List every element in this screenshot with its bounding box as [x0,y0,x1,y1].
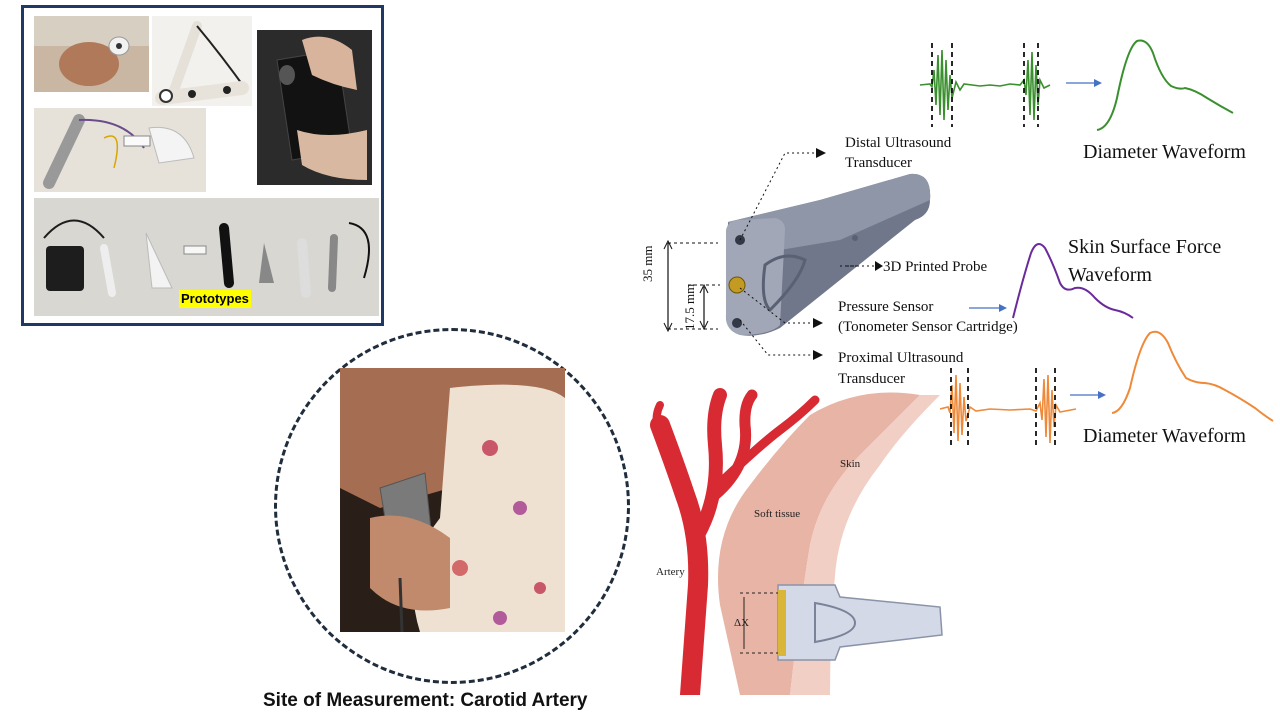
label-distal-line1: Distal Ultrasound [845,135,952,151]
dimension-35mm: 35 mm [640,245,655,282]
prototype-photo-round-sensor [34,16,149,92]
skin-tissue-shape [718,392,920,695]
force-waveform-label-line2: Waveform [1068,264,1152,286]
artery-branch-left [691,388,727,542]
distal-ultrasound-signal [920,43,1102,127]
anatomy-illustration [650,388,943,695]
proximal-echo-trace [940,374,1077,444]
anatomy-label-delta: ΔX [734,617,750,629]
artery-branch-far-left [652,401,674,449]
anatomy-label-artery: Artery [656,566,685,578]
label-proximal-line2: Transducer [838,371,905,387]
printed-probe-pointer [847,261,883,271]
measurement-site-caption: Site of Measurement: Carotid Artery [263,690,588,711]
label-proximal-line1: Proximal Ultrasound [838,350,964,366]
dimension-17-5mm: 17.5 mm [682,283,697,330]
label-distal-line2: Transducer [845,155,912,171]
proximal-transducer-dot [732,318,742,328]
diameter-trace-top [1096,39,1234,131]
probe-recess-3d [761,254,807,313]
label-pressure-line2: (Tonometer Sensor Cartridge) [838,319,1018,335]
force-waveform-label-line1: Skin Surface Force [1068,236,1222,258]
skin-force-waveform [969,243,1134,319]
diameter-waveform-bottom [1111,330,1274,422]
label-printed-probe: 3D Printed Probe [883,259,988,275]
anatomy-label-skin: Skin [840,458,861,470]
prototype-photo-row [34,198,379,316]
probe-sensor-face [778,590,786,656]
artery-branch-right [713,395,820,490]
probe-illustration [777,584,943,661]
proximal-ultrasound-signal [940,368,1106,447]
diameter-waveform-top-label: Diameter Waveform [1083,141,1246,163]
probe-front-face [725,218,785,335]
artery-main-trunk [650,415,709,695]
diameter-waveform-bottom-label: Diameter Waveform [1083,425,1246,447]
prototypes-panel: Prototypes [21,5,384,326]
prototype-photo-white-probes [152,16,252,106]
probe-3d-render [725,173,931,336]
force-trace [1012,243,1134,319]
distal-echo-trace [920,49,1051,121]
anatomy-label-soft-tissue: Soft tissue [754,508,801,520]
probe-leader-lines [739,148,860,360]
probe-dimension-lines [663,239,720,333]
label-pressure-line1: Pressure Sensor [838,299,934,315]
prototypes-label: Prototypes [179,290,251,308]
measurement-photo [340,368,565,632]
prototype-photo-probes-table [34,108,206,192]
measurement-site-circle [274,328,630,684]
diameter-waveform-top [1096,39,1234,131]
prototype-photo-black-probe [257,30,372,185]
diameter-trace-bottom [1111,330,1274,422]
probe-screw [852,235,858,241]
probe-recess [814,601,857,644]
